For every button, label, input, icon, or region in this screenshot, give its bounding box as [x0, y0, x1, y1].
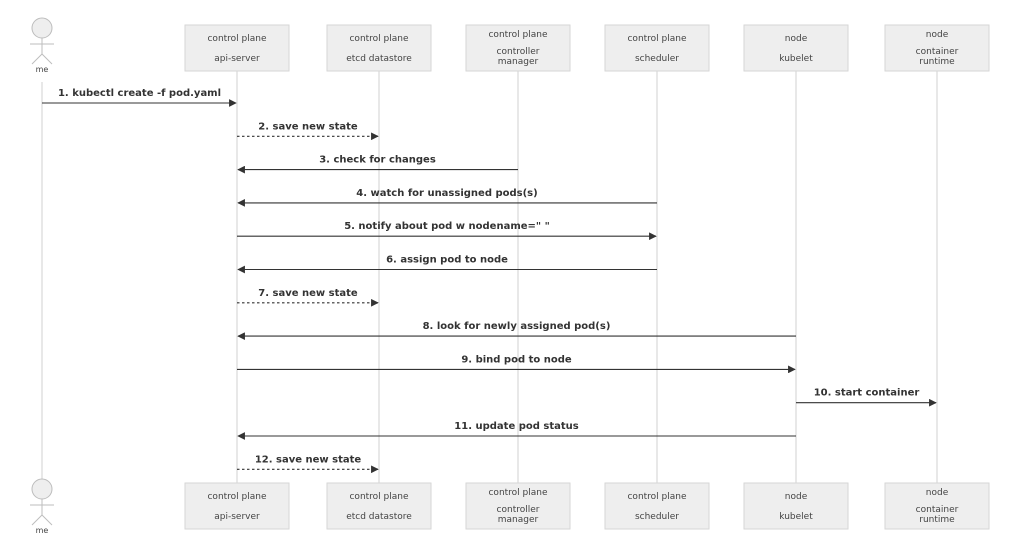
messages: 1. kubectl create -f pod.yaml 2. save new… [42, 88, 937, 474]
message-label: 11. update pod status [454, 421, 578, 432]
participant-label: manager [498, 515, 539, 525]
message-label: 7. save new state [258, 288, 358, 299]
message-label: 10. start container [814, 388, 920, 399]
participant-label: node [926, 30, 949, 40]
participant-label: controller [497, 505, 540, 515]
participant-label: runtime [919, 515, 955, 525]
participant-label: etcd datastore [346, 512, 412, 522]
participant-label: controller [497, 47, 540, 57]
message-5: 5. notify about pod w nodename=" " [237, 221, 657, 241]
message-3: 3. check for changes [237, 155, 518, 174]
participant-box-background [326, 482, 432, 530]
message-2: 2. save new state [237, 121, 379, 141]
actors: me me [30, 17, 54, 535]
participant-label: container [916, 47, 959, 57]
participant-label: node [785, 492, 808, 502]
actor-right-leg-icon [41, 53, 53, 65]
actor-bottom: me [30, 478, 54, 535]
participant-label: etcd datastore [346, 54, 412, 64]
message-label: 8. look for newly assigned pod(s) [423, 321, 611, 332]
message-4: 4. watch for unassigned pods(s) [237, 188, 657, 207]
participant-label: scheduler [635, 54, 679, 64]
participant-label: control plane [207, 34, 266, 44]
participant-label: control plane [349, 34, 408, 44]
message-label: 9. bind pod to node [461, 354, 572, 365]
participant-label: runtime [919, 57, 955, 67]
participant-box-background [604, 24, 710, 72]
message-label: 12. save new state [255, 454, 362, 465]
message-7: 7. save new state [237, 288, 379, 307]
participant-label: node [785, 34, 808, 44]
participant-label: api-server [214, 54, 260, 64]
participant-boxes: control plane api-server control plane etcd… [184, 24, 990, 530]
participant-box-background [326, 24, 432, 72]
participant-label: node [926, 488, 949, 498]
message-12: 12. save new state [237, 454, 379, 474]
message-11: 11. update pod status [237, 421, 796, 440]
lifelines [41, 71, 938, 483]
participant-label: kubelet [779, 54, 813, 64]
message-label: 2. save new state [258, 121, 358, 132]
participant-box-background [184, 482, 290, 530]
participant-box-top-etcd-datastore: control plane etcd datastore [326, 24, 432, 72]
message-1: 1. kubectl create -f pod.yaml [42, 88, 237, 107]
participant-box-top-api-server: control plane api-server [184, 24, 290, 72]
participant-box-background [743, 482, 849, 530]
participant-label: container [916, 505, 959, 515]
message-6: 6. assign pod to node [237, 255, 657, 274]
actor-label: me [36, 65, 49, 74]
message-9: 9. bind pod to node [237, 354, 796, 374]
actor-right-leg-icon [41, 514, 53, 526]
message-8: 8. look for newly assigned pod(s) [237, 321, 796, 340]
participant-label: scheduler [635, 512, 679, 522]
actor-head-icon [31, 17, 53, 39]
participant-box-background [465, 24, 571, 72]
participant-label: control plane [207, 492, 266, 502]
participant-box-background [743, 24, 849, 72]
participant-box-background [184, 24, 290, 72]
actor-label: me [36, 526, 49, 535]
participant-label: control plane [488, 488, 547, 498]
participant-box-top-kubelet: node kubelet [743, 24, 849, 72]
message-label: 6. assign pod to node [386, 255, 508, 266]
participant-box-bottom-scheduler: control plane scheduler [604, 482, 710, 530]
message-label: 5. notify about pod w nodename=" " [344, 221, 550, 232]
participant-label: manager [498, 57, 539, 67]
participant-label: kubelet [779, 512, 813, 522]
participant-label: control plane [488, 30, 547, 40]
participant-box-bottom-api-server: control plane api-server [184, 482, 290, 530]
participant-box-background [604, 482, 710, 530]
actor-left-leg-icon [31, 514, 43, 526]
participant-box-bottom-kubelet: node kubelet [743, 482, 849, 530]
participant-label: control plane [349, 492, 408, 502]
participant-box-background [465, 482, 571, 530]
actor-left-leg-icon [31, 53, 43, 65]
participant-box-bottom-etcd-datastore: control plane etcd datastore [326, 482, 432, 530]
actor-head-icon [31, 478, 53, 500]
participant-box-background [884, 482, 990, 530]
message-label: 4. watch for unassigned pods(s) [356, 188, 537, 199]
actor-top: me [30, 17, 54, 74]
participant-label: control plane [627, 492, 686, 502]
message-label: 1. kubectl create -f pod.yaml [58, 88, 221, 99]
message-label: 3. check for changes [319, 155, 436, 166]
participant-box-background [884, 24, 990, 72]
message-10: 10. start container [796, 388, 937, 407]
participant-box-top-scheduler: control plane scheduler [604, 24, 710, 72]
participant-label: control plane [627, 34, 686, 44]
participant-label: api-server [214, 512, 260, 522]
